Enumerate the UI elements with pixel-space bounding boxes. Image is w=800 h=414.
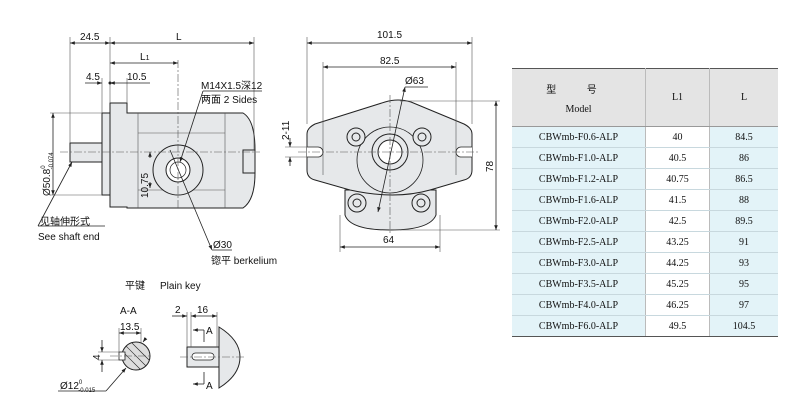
cell-model: CBWmb-F3.5-ALP xyxy=(512,273,646,295)
dim-10-75: 10.75 xyxy=(140,173,151,198)
cell-l: 97 xyxy=(709,294,778,316)
key-slot xyxy=(191,352,215,361)
header-model-en: Model xyxy=(565,103,592,115)
cell-model: CBWmb-F2.5-ALP xyxy=(512,231,646,253)
dim-L: L xyxy=(176,32,182,43)
cell-model: CBWmb-F4.0-ALP xyxy=(512,294,646,316)
dim-L1: L1 xyxy=(140,52,150,63)
cell-l: 89.5 xyxy=(709,210,778,232)
cell-l: 104.5 xyxy=(709,315,778,337)
cell-l1: 43.25 xyxy=(645,231,710,253)
cell-l1: 46.25 xyxy=(645,294,710,316)
header-model: 型 号 Model xyxy=(512,68,646,127)
header-L: L xyxy=(709,68,778,127)
cell-l1: 45.25 xyxy=(645,273,710,295)
cell-model: CBWmb-F2.0-ALP xyxy=(512,210,646,232)
cell-l: 84.5 xyxy=(709,126,778,148)
port-sides-label: 两面 2 Sides xyxy=(201,95,257,106)
dia-12-label: Ø120-0.015 xyxy=(60,380,96,394)
dim-bottom-width: 64 xyxy=(383,235,395,246)
cell-l1: 40 xyxy=(645,126,710,148)
front-view: 101.5 82.5 Ø63 78 64 2-11 xyxy=(281,30,500,252)
cell-l: 95 xyxy=(709,273,778,295)
shaft-note-en: See shaft end xyxy=(38,232,100,243)
dim-10-5: 10.5 xyxy=(127,72,147,83)
shaft xyxy=(69,142,103,163)
dim-4-5: 4.5 xyxy=(86,72,100,83)
dim-2: 2 xyxy=(175,305,181,316)
cell-l: 86.5 xyxy=(709,168,778,190)
side-view: 24.5 L L1 4.5 10.5 M14X1.5深12 两面 2 Sides… xyxy=(37,32,277,267)
cell-model: CBWmb-F3.0-ALP xyxy=(512,252,646,274)
cell-model: CBWmb-F1.2-ALP xyxy=(512,168,646,190)
cell-l1: 41.5 xyxy=(645,189,710,211)
dim-slot: 2-11 xyxy=(281,120,292,140)
header-L1: L1 xyxy=(645,68,710,127)
cell-l1: 40.75 xyxy=(645,168,710,190)
plain-key-title-cn: 平键 xyxy=(125,279,145,292)
dim-bolt-spacing: 82.5 xyxy=(380,56,400,67)
table-header-row: 型 号 Model L1 L xyxy=(512,68,778,127)
shaft-note-cn: 见轴伸形式 xyxy=(40,215,90,228)
dim-4: 4 xyxy=(92,354,103,360)
dia-30-label: Ø30 xyxy=(213,240,232,251)
cell-l: 91 xyxy=(709,231,778,253)
header-model-cn: 型 号 xyxy=(546,84,611,96)
dim-13-5: 13.5 xyxy=(120,322,140,333)
cell-l1: 44.25 xyxy=(645,252,710,274)
cell-model: CBWmb-F1.6-ALP xyxy=(512,189,646,211)
rear-stub xyxy=(242,149,256,174)
dim-shaft-length: 24.5 xyxy=(80,32,100,43)
dim-width: 101.5 xyxy=(377,30,402,41)
cell-l: 93 xyxy=(709,252,778,274)
port-thread-label: M14X1.5深12 xyxy=(201,80,263,92)
cell-l: 88 xyxy=(709,189,778,211)
section-mark-bottom: A xyxy=(206,381,213,392)
plain-key-detail: 平键 Plain key A-A 13.5 4 Ø120-0.015 2 16 xyxy=(58,279,245,394)
dia-63-label: Ø63 xyxy=(405,76,424,87)
cell-l: 86 xyxy=(709,147,778,169)
cell-model: CBWmb-F6.0-ALP xyxy=(512,315,646,337)
spot-face-label: 锪平 berkelium xyxy=(211,254,277,267)
cell-l1: 42.5 xyxy=(645,210,710,232)
section-mark-top: A xyxy=(206,326,213,337)
cell-model: CBWmb-F1.0-ALP xyxy=(512,147,646,169)
cell-l1: 49.5 xyxy=(645,315,710,337)
dia-50-8-label: Ø50.80-0.074 xyxy=(41,152,55,196)
front-flange xyxy=(101,112,111,196)
cell-l1: 40.5 xyxy=(645,147,710,169)
dim-height: 78 xyxy=(485,160,496,172)
cell-model: CBWmb-F0.6-ALP xyxy=(512,126,646,148)
dim-16: 16 xyxy=(197,305,209,316)
plain-key-title-en: Plain key xyxy=(160,281,201,292)
key-flange-dome xyxy=(218,326,241,389)
section-label: A-A xyxy=(120,306,137,317)
